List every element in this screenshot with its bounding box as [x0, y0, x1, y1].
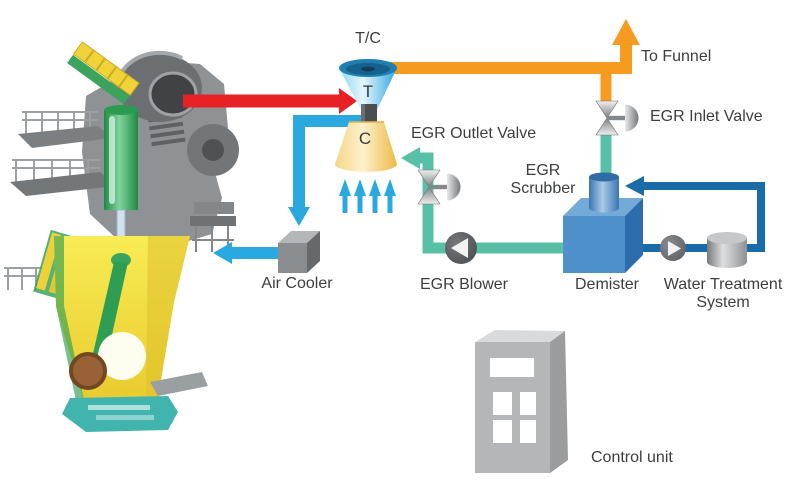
pipe-exhaust-to-funnel: [390, 19, 640, 103]
egr-scrubber-label: EGR Scrubber: [510, 162, 576, 197]
demister-label: Demister: [574, 276, 639, 293]
turbine-letter: T: [362, 82, 374, 101]
control-unit-cabinet: [475, 330, 568, 473]
turbocharger-label: T/C: [355, 30, 381, 47]
egr-inlet-valve-icon: [595, 100, 639, 136]
compressor-letter: C: [358, 129, 372, 148]
egr-scrubber-cylinder: [589, 172, 619, 213]
turbocharger-compressor: [335, 121, 397, 172]
water-treatment-tank: [707, 232, 747, 268]
egr-outlet-valve-label: EGR Outlet Valve: [411, 125, 537, 142]
air-cooler-label: Air Cooler: [261, 275, 333, 292]
water-pump-icon: [660, 235, 686, 261]
pipe-exhaust-hot: [183, 88, 357, 114]
egr-inlet-valve-label: EGR Inlet Valve: [650, 108, 763, 125]
egr-blower-icon: [445, 232, 477, 264]
water-treatment-label: Water Treatment System: [663, 276, 783, 311]
demister-box: [563, 198, 643, 273]
turbocharger-turbine: [339, 59, 397, 110]
air-cooler-box: [278, 231, 320, 273]
to-funnel-label: To Funnel: [641, 48, 712, 65]
egr-blower-label: EGR Blower: [419, 276, 509, 293]
control-unit-label: Control unit: [591, 449, 673, 466]
pipe-water-loop: [625, 176, 765, 252]
cooling-air-arrows: [339, 179, 396, 213]
pipe-scavenge-air: [213, 115, 368, 264]
turbo-shaft: [361, 104, 377, 126]
